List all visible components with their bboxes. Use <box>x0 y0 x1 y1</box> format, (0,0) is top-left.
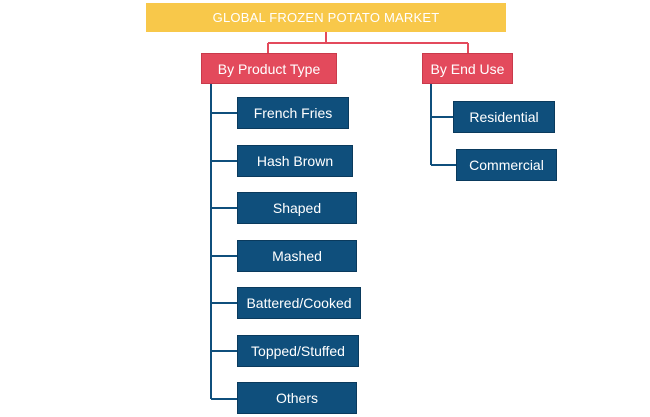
leaf-battered-cooked: Battered/Cooked <box>237 287 361 319</box>
category-product-type: By Product Type <box>201 53 337 84</box>
category-end-use: By End Use <box>422 53 513 84</box>
product-type-connectors <box>210 84 237 400</box>
leaf-others: Others <box>237 382 357 414</box>
leaf-residential: Residential <box>453 101 555 133</box>
leaf-commercial: Commercial <box>456 149 557 181</box>
leaf-french-fries: French Fries <box>237 97 349 129</box>
leaf-hash-brown: Hash Brown <box>237 145 353 177</box>
leaf-mashed: Mashed <box>237 240 357 272</box>
leaf-topped-stuffed: Topped/Stuffed <box>237 335 359 367</box>
root-connectors <box>267 32 469 53</box>
root-node: GLOBAL FROZEN POTATO MARKET <box>146 3 506 32</box>
end-use-connectors <box>430 84 456 166</box>
leaf-shaped: Shaped <box>237 192 357 224</box>
